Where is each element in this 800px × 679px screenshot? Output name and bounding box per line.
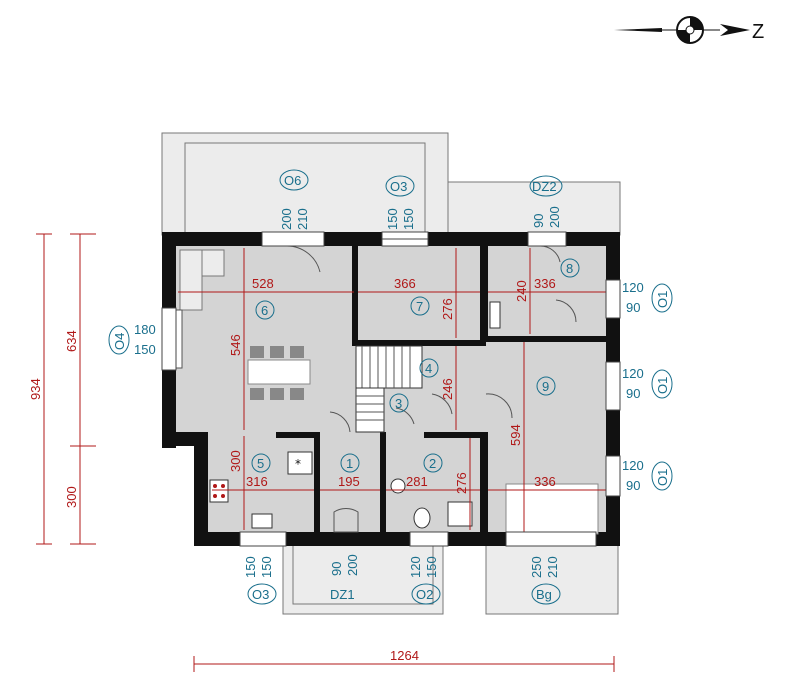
opening-o1-a-height: 90 [626, 300, 640, 315]
dim-room9-height: 594 [508, 424, 523, 446]
dim-total-height: 934 [28, 378, 43, 400]
walls [162, 232, 620, 546]
opening-o2-height: 150 [424, 556, 439, 578]
opening-o3-bottom-height: 150 [259, 556, 274, 578]
room-number-2: 2 [429, 456, 436, 471]
opening-o2-width: 120 [408, 556, 423, 578]
dim-room2-height: 276 [454, 472, 469, 494]
opening-dz2-width: 90 [531, 214, 546, 228]
opening-bg-width: 250 [529, 556, 544, 578]
compass-letter: Z [752, 21, 764, 43]
opening-o3-bottom-width: 150 [243, 556, 258, 578]
opening-o2-label: O2 [416, 587, 433, 602]
opening-o1-c-height: 90 [626, 478, 640, 493]
room-number-9: 9 [542, 379, 549, 394]
opening-o1-c-label: O1 [655, 469, 670, 486]
opening-o3-top-label: O3 [390, 179, 407, 194]
room-number-1: 1 [346, 456, 353, 471]
dim-left-upper: 634 [64, 330, 79, 352]
dim-room6-width: 528 [252, 276, 274, 291]
opening-dz1-label: DZ1 [330, 587, 355, 602]
opening-o4-label: O4 [112, 333, 127, 350]
furniture: * [175, 249, 599, 535]
dim-room9-width: 336 [534, 474, 556, 489]
opening-o3-top-width: 150 [385, 208, 400, 230]
room-number-4: 4 [425, 361, 432, 376]
stairs [355, 345, 423, 433]
opening-o6-height: 210 [295, 208, 310, 230]
dim-total-width: 1264 [390, 648, 419, 663]
dim-room5-height: 300 [228, 450, 243, 472]
room-number-7: 7 [416, 299, 423, 314]
compass: Z [614, 16, 764, 44]
opening-dz2-height: 200 [547, 206, 562, 228]
opening-dz2-label: DZ2 [532, 179, 557, 194]
room-number-5: 5 [257, 456, 264, 471]
opening-o3-top-height: 150 [401, 208, 416, 230]
svg-text:*: * [295, 457, 301, 471]
dim-room8-width: 336 [534, 276, 556, 291]
opening-o4-width: 180 [134, 322, 156, 337]
opening-dz1-height: 200 [345, 554, 360, 576]
opening-dz1-width: 90 [329, 562, 344, 576]
opening-o1-a-label: O1 [655, 291, 670, 308]
window-markers [161, 231, 621, 547]
opening-o1-b-height: 90 [626, 386, 640, 401]
room-numbers: 1 2 3 4 5 6 7 8 9 [251, 258, 580, 473]
opening-o1-b-width: 120 [622, 366, 644, 381]
dim-room2-width: 281 [406, 474, 428, 489]
terraces [161, 132, 621, 615]
opening-o1-c-width: 120 [622, 458, 644, 473]
opening-bg-height: 210 [545, 556, 560, 578]
dim-room6-height: 546 [228, 334, 243, 356]
dimension-labels: 1264 934 634 300 528 546 366 276 240 336… [28, 276, 556, 663]
dim-room7-height: 276 [440, 298, 455, 320]
opening-o4-height: 150 [134, 342, 156, 357]
opening-bg-label: Bg [536, 587, 552, 602]
opening-tags: O6 200 210 O3 150 150 DZ2 90 200 O4 180 … [108, 169, 673, 605]
dim-room4-height: 246 [440, 378, 455, 400]
dim-room5-width: 316 [246, 474, 268, 489]
dim-room1-width: 195 [338, 474, 360, 489]
room-number-8: 8 [566, 261, 573, 276]
opening-o1-a-width: 120 [622, 280, 644, 295]
dim-room7-width: 366 [394, 276, 416, 291]
room-number-3: 3 [395, 396, 402, 411]
dim-left-lower: 300 [64, 486, 79, 508]
opening-o3-bottom-label: O3 [252, 587, 269, 602]
opening-o6-width: 200 [279, 208, 294, 230]
opening-o6-label: O6 [284, 173, 301, 188]
room-number-6: 6 [261, 303, 268, 318]
dim-room8-height: 240 [514, 280, 529, 302]
dimension-lines [36, 233, 615, 672]
opening-o1-b-label: O1 [655, 377, 670, 394]
